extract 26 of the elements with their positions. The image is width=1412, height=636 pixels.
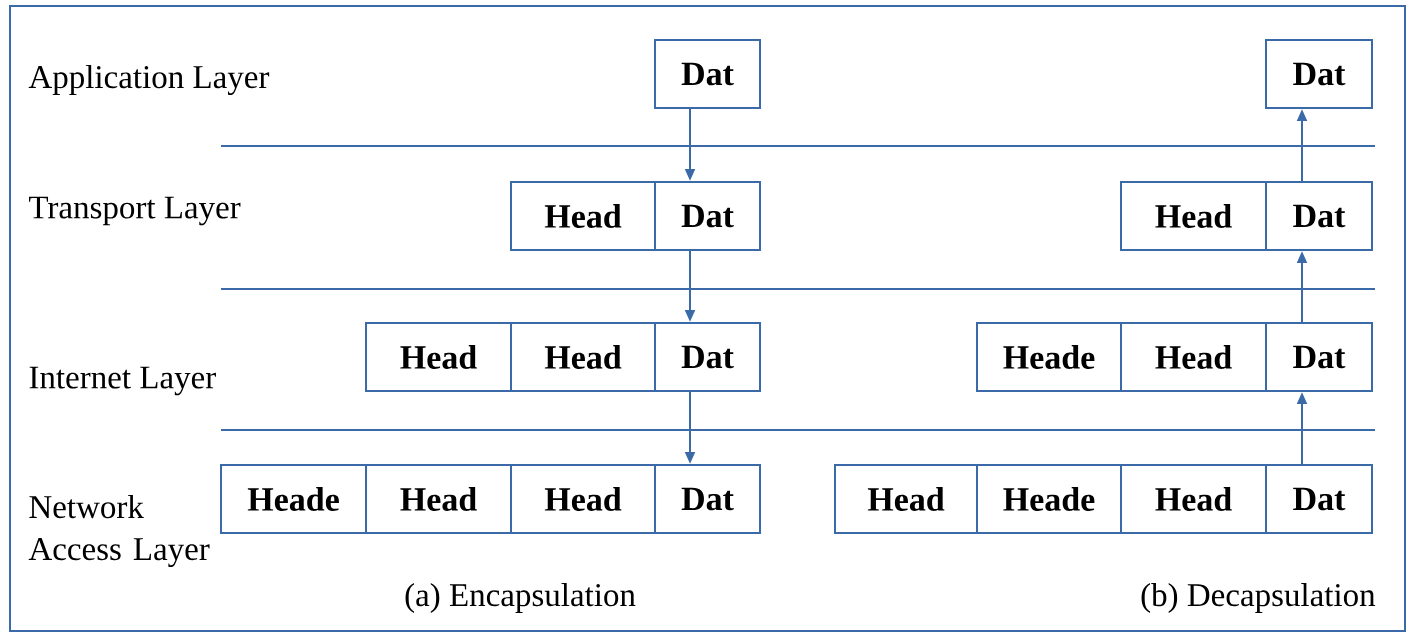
layer-label: Application Layer <box>28 65 270 95</box>
packet-field-box: Dat <box>1265 322 1373 392</box>
packet-field-box: Head <box>365 464 512 534</box>
packet-field-box: Head <box>510 181 656 251</box>
packet-field-box: Dat <box>654 39 761 109</box>
packet-field-box: Dat <box>1265 39 1373 109</box>
layer-label: Transport Layer <box>29 196 241 226</box>
packet-field-box: Dat <box>1265 181 1373 251</box>
layer-label: Internet Layer <box>29 366 216 396</box>
packet-field-box: Head <box>365 322 512 392</box>
caption: (b) Decapsulation <box>1141 583 1376 613</box>
packet-field-box: Dat <box>654 464 761 534</box>
packet-field-box: Head <box>510 464 656 534</box>
packet-field-box: Head <box>834 464 978 534</box>
packet-field-box: Head <box>1120 181 1267 251</box>
packet-field-box: Dat <box>654 322 761 392</box>
layer-label: Network Access Layer <box>28 495 210 567</box>
packet-field-box: Heade <box>976 322 1122 392</box>
caption: (a) Encapsulation <box>405 583 636 613</box>
packet-field-box: Dat <box>654 181 761 251</box>
packet-field-box: Head <box>1120 464 1267 534</box>
packet-field-box: Dat <box>1265 464 1373 534</box>
packet-field-box: Head <box>1120 322 1267 392</box>
packet-field-box: Heade <box>976 464 1122 534</box>
packet-field-box: Head <box>510 322 656 392</box>
packet-field-box: Heade <box>220 464 367 534</box>
